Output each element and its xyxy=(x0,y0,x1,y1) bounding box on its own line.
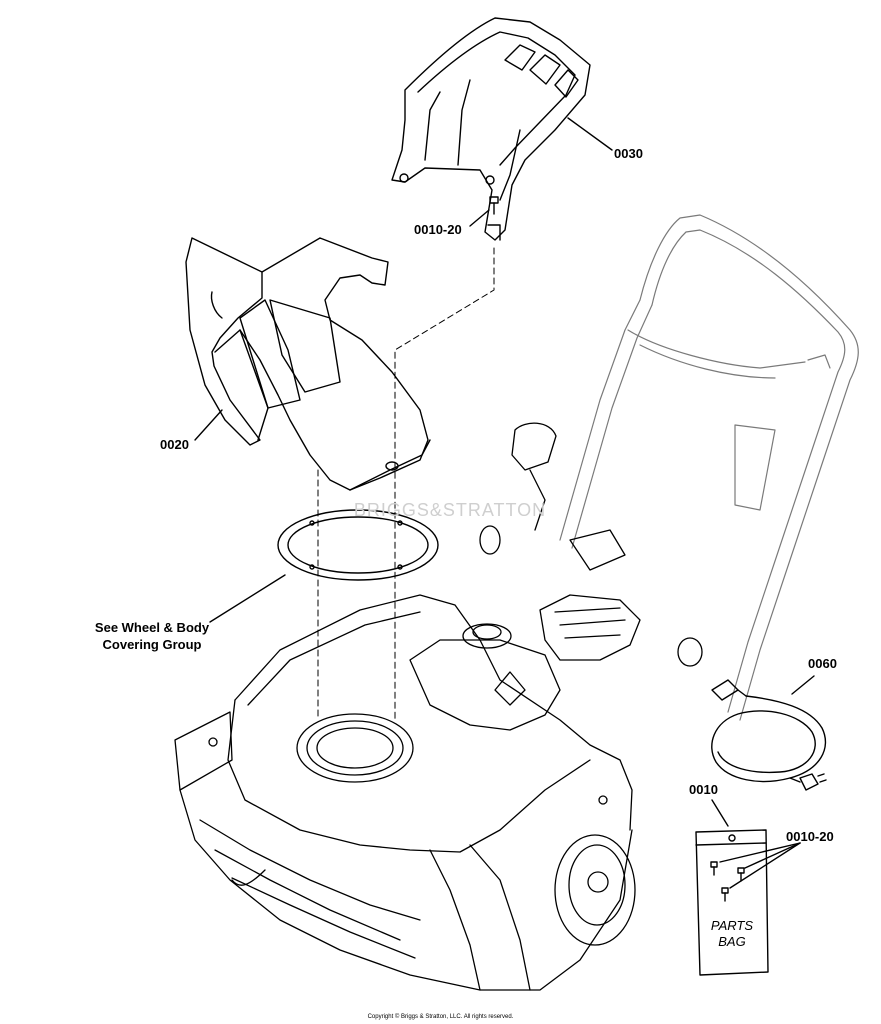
parts-bag-label: PARTS BAG xyxy=(697,918,767,950)
copyright-notice: Copyright © Briggs & Stratton, LLC. All … xyxy=(367,1014,514,1020)
callout-0010-20-top: 0010-20 xyxy=(414,222,462,237)
snowthrower-body xyxy=(174,422,703,991)
leader-0030 xyxy=(567,117,613,151)
leader-0010-20-bag xyxy=(719,842,801,889)
parts-bag-part xyxy=(695,829,769,976)
leader-ring xyxy=(209,574,286,623)
ring-note-line2: Covering Group xyxy=(102,637,202,652)
extension-cord-part xyxy=(711,679,827,791)
bag-screw-1 xyxy=(710,861,718,876)
chute-ring-part xyxy=(277,509,439,581)
ring-note-line1: See Wheel & Body xyxy=(94,620,210,635)
leader-0060 xyxy=(791,675,815,695)
parts-bag-line2: BAG xyxy=(718,934,746,949)
chute-part xyxy=(185,237,431,491)
leader-0020 xyxy=(194,409,223,441)
callout-0030: 0030 xyxy=(614,146,643,161)
dashed-assembly-line-right xyxy=(394,247,495,721)
parts-bag-line1: PARTS xyxy=(710,918,754,933)
handle-frame xyxy=(559,214,859,721)
callout-0020: 0020 xyxy=(160,437,189,452)
screw-top-part xyxy=(489,196,499,215)
callout-0010-20-bag: 0010-20 xyxy=(786,829,834,844)
callout-0060: 0060 xyxy=(808,656,837,671)
bag-screw-3 xyxy=(721,887,729,902)
brand-watermark: BRIGGS&STRATTON xyxy=(353,500,547,520)
leader-0010 xyxy=(711,799,729,827)
callout-0010: 0010 xyxy=(689,782,718,797)
chute-handle-part xyxy=(391,17,591,241)
bag-screw-2 xyxy=(737,867,745,882)
leader-0010-20-top xyxy=(469,209,490,227)
callout-ring-note: See Wheel & Body Covering Group xyxy=(92,619,212,653)
